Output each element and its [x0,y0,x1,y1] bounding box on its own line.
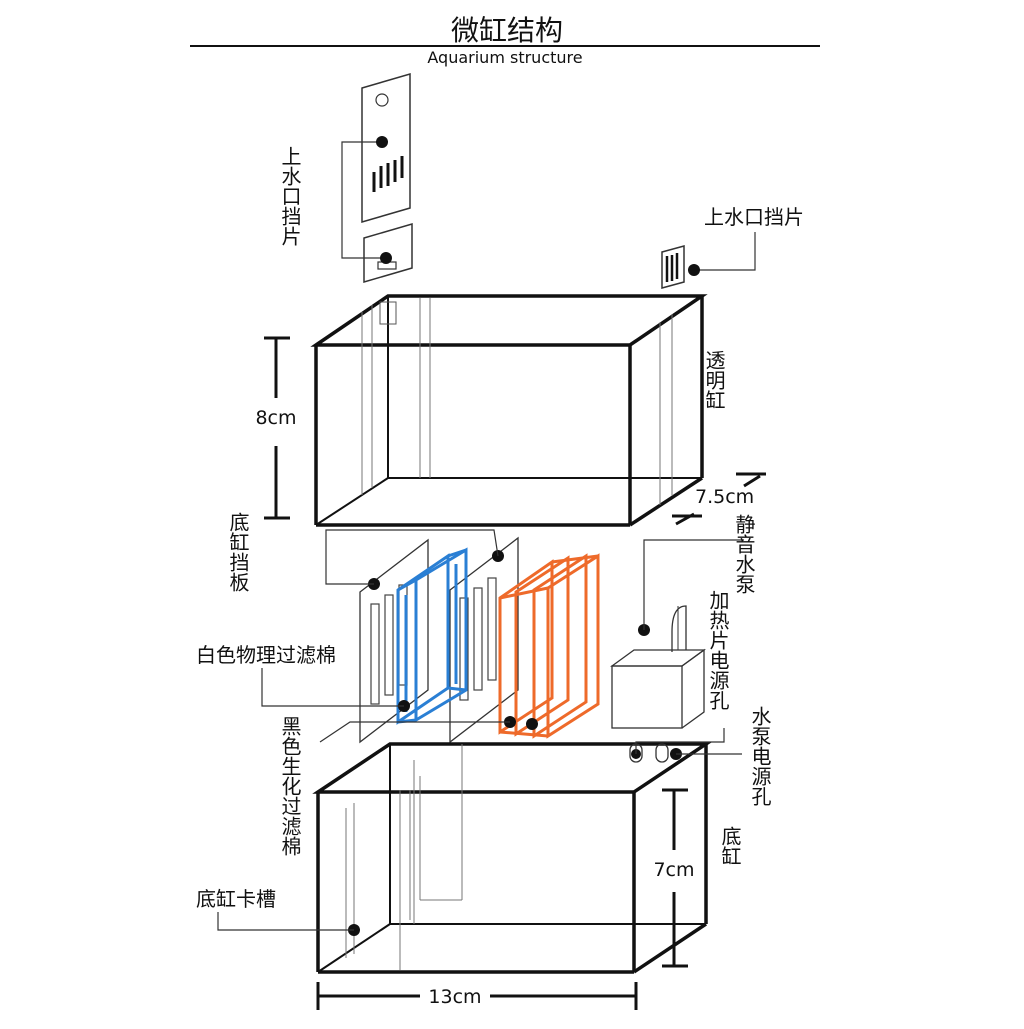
heater-hole-label: 加热片电源孔 [706,590,730,710]
width-dimension [316,982,638,1010]
pump-hole-label: 水泵电源孔 [748,706,772,806]
baffle-plate-left [359,538,429,744]
depth-dimension [672,472,766,526]
white-sponge-label: 白色物理过滤棉 [196,643,336,667]
top-height-label: 8cm [255,407,296,429]
diagram-subtitle: Aquarium structure [427,48,582,67]
black-sponge-label: 黑色生化过滤棉 [278,716,302,856]
baffle-leader [325,529,499,585]
depth-label: 7.5cm [695,486,754,508]
white-sponge-blue-frame [396,547,468,725]
black-sponge-orange-frame [498,553,600,739]
clear-tank [310,294,708,527]
bottom-tank [312,742,712,974]
inlet-cover-right-label: 上水口挡片 [704,205,804,229]
inlet-cover-dot-top [376,136,388,148]
black-sponge-leader [319,721,510,743]
inlet-cover-plate-top [361,73,411,223]
inlet-cover-right-piece [661,245,685,289]
inlet-cover-right-leader [694,232,756,271]
silent-pump-leader [643,539,744,630]
bottom-slot-label: 底缸卡槽 [196,887,276,911]
inlet-cover-right-dot [688,264,700,276]
black-sponge-dot-b [526,718,538,730]
silent-pump-label: 静音水泵 [732,514,756,594]
baffle-plate-right [449,536,519,744]
top-height-dimension [264,336,290,520]
inlet-cover-leader [341,141,386,259]
white-sponge-leader [261,668,404,707]
bottom-height-label: 7cm [653,859,694,881]
bottom-height-dimension [662,788,688,968]
width-label: 13cm [428,986,481,1008]
bottom-slot-leader [217,912,354,931]
bottom-baffle-label: 底缸挡板 [226,512,250,592]
diagram-title: 微缸结构 [451,14,563,47]
silent-pump [610,605,706,729]
inlet-cover-left-label: 上水口挡片 [278,146,302,246]
bottom-tank-label: 底缸 [718,826,742,866]
clear-tank-label: 透明缸 [702,350,726,410]
inlet-cover-dot-bottom [380,252,392,264]
heater-hole-leader [635,728,725,754]
